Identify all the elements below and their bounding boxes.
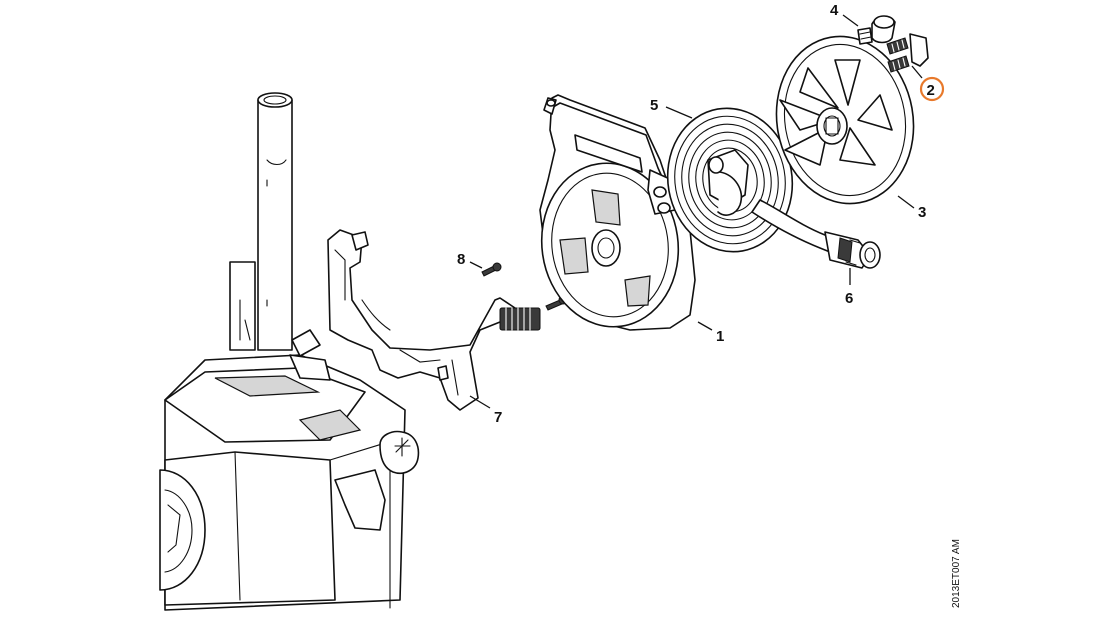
callout-5: 5 [650, 97, 658, 114]
callout-8: 8 [457, 251, 465, 268]
clip-part-2 [886, 33, 929, 73]
callout-7: 7 [494, 409, 502, 426]
nut-part-4 [857, 15, 896, 45]
hose-fitting-part-6 [751, 199, 881, 269]
bracket-part-7 [327, 229, 541, 411]
svg-text:4: 4 [830, 2, 839, 19]
leader-lines [469, 14, 923, 409]
drawing-code: 2013ET007 AM [951, 539, 962, 608]
svg-text:5: 5 [650, 97, 658, 114]
svg-text:7: 7 [494, 409, 502, 426]
svg-text:2: 2 [927, 82, 935, 99]
svg-text:3: 3 [918, 204, 926, 221]
reel-housing-part-1 [539, 94, 696, 331]
svg-text:8: 8 [457, 251, 465, 268]
svg-text:6: 6 [845, 290, 853, 307]
spring-part-5 [666, 107, 794, 253]
machine-body [159, 261, 420, 611]
callout-2-highlighted: 2 [919, 76, 945, 102]
callout-4: 4 [830, 2, 839, 19]
highlight-ring [919, 76, 945, 102]
vertical-tube [257, 92, 331, 381]
callout-3: 3 [918, 204, 926, 221]
callout-6: 6 [845, 290, 853, 307]
reel-cover-part-3 [775, 35, 915, 205]
svg-text:1: 1 [716, 328, 724, 345]
callout-1: 1 [716, 328, 724, 345]
